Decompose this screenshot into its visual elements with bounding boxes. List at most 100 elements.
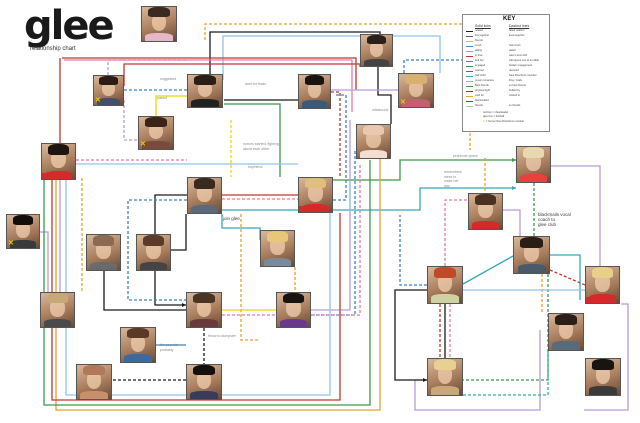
relationship-line bbox=[64, 59, 353, 112]
shirt-shape bbox=[264, 257, 291, 266]
relationship-line bbox=[222, 164, 361, 316]
legend-solid-label: had child bbox=[475, 74, 486, 77]
legend-swatch bbox=[466, 95, 473, 97]
photo-tina bbox=[141, 6, 177, 42]
legend-solid-label: in love bbox=[475, 54, 483, 57]
photo-jesse: ✕ bbox=[138, 116, 174, 150]
legend-footnote-x: ✕ = former New Directions member bbox=[483, 120, 524, 123]
shirt-shape bbox=[191, 99, 219, 107]
photo-becky bbox=[468, 193, 503, 230]
label-blackmail: blackmails vocal coach to glee club bbox=[538, 212, 571, 227]
hair-shape bbox=[434, 267, 456, 278]
hair-shape bbox=[99, 76, 118, 85]
photo-sam bbox=[260, 230, 295, 267]
hair-shape bbox=[193, 293, 215, 304]
photo-brittany bbox=[585, 266, 620, 304]
legend-dashed-label: lived together bbox=[509, 34, 525, 37]
face-shape bbox=[437, 365, 453, 385]
legend-dashed-label: was in love with bbox=[509, 54, 528, 57]
shirt-shape bbox=[45, 170, 72, 179]
relationship-line bbox=[463, 351, 549, 396]
hair-shape bbox=[474, 194, 497, 205]
note-boyfriend: boyfriend bbox=[248, 165, 263, 169]
face-shape bbox=[102, 81, 115, 97]
face-shape bbox=[197, 80, 213, 98]
hair-shape bbox=[194, 75, 216, 85]
shirt-shape bbox=[360, 150, 387, 158]
shirt-shape bbox=[589, 386, 617, 395]
hair-shape bbox=[520, 237, 543, 248]
note-throw: throw to dumpster bbox=[208, 334, 237, 338]
relationship-line bbox=[503, 209, 521, 236]
shirt-shape bbox=[280, 318, 307, 327]
relationship-line bbox=[394, 289, 427, 381]
former-member-x-icon: ✕ bbox=[95, 97, 101, 104]
legend-solid-label: wish for bbox=[475, 94, 484, 97]
shirt-shape bbox=[402, 99, 430, 107]
hair-shape bbox=[46, 293, 69, 304]
shirt-shape bbox=[552, 341, 580, 350]
relationship-line bbox=[311, 150, 356, 316]
relationship-line bbox=[127, 199, 187, 301]
legend-swatch bbox=[466, 85, 473, 87]
relationship-line bbox=[399, 215, 427, 286]
photo-will bbox=[513, 236, 550, 274]
hair-shape bbox=[405, 74, 427, 84]
hair-shape bbox=[366, 35, 387, 45]
photo-artie bbox=[120, 327, 156, 363]
shirt-shape bbox=[90, 261, 117, 270]
face-shape bbox=[146, 241, 161, 260]
face-shape bbox=[366, 130, 381, 149]
brand: glee relationship chart bbox=[24, 6, 115, 52]
legend-dashed-label: failed relation bbox=[509, 29, 525, 32]
cheerleader-red-box-icon bbox=[42, 173, 48, 179]
legend-swatch bbox=[466, 40, 473, 42]
relationship-line bbox=[155, 95, 187, 116]
relationship-line bbox=[462, 255, 514, 285]
legend-solid-label: live together bbox=[475, 34, 490, 37]
note-duet: duet for finals bbox=[245, 82, 267, 86]
legend-swatch bbox=[466, 50, 473, 52]
legend-swatch bbox=[466, 65, 473, 67]
legend-solid-label: friends bbox=[475, 104, 483, 107]
face-shape bbox=[437, 273, 453, 293]
face-shape bbox=[526, 153, 541, 172]
legend-swatch bbox=[466, 60, 473, 62]
legend-footnote-red: red box = cheerleader bbox=[483, 111, 509, 114]
face-shape bbox=[523, 243, 540, 263]
face-shape bbox=[50, 299, 65, 317]
photo-santana bbox=[41, 143, 76, 180]
legend-solid-label: Best friends bbox=[475, 84, 489, 87]
legend-swatch bbox=[466, 90, 473, 92]
legend-solid-heading: Solid links bbox=[475, 24, 491, 28]
former-member-x-icon: ✕ bbox=[8, 240, 14, 247]
face-shape bbox=[270, 237, 285, 256]
note-yearbook: yearbook space bbox=[453, 154, 478, 158]
shirt-shape bbox=[190, 390, 218, 399]
shirt-shape bbox=[431, 386, 459, 395]
cheerleader-red-box-icon bbox=[299, 206, 305, 212]
shirt-shape bbox=[431, 294, 459, 303]
relationship-line bbox=[123, 100, 138, 141]
photo-finn bbox=[187, 177, 222, 214]
relationship-line bbox=[550, 254, 581, 300]
face-shape bbox=[369, 40, 384, 57]
x-mark-icon: ✕ bbox=[483, 120, 486, 123]
relationship-line bbox=[333, 94, 347, 201]
photo-emma bbox=[427, 266, 463, 304]
face-shape bbox=[151, 13, 167, 31]
legend-solid-label: crush bbox=[475, 44, 482, 47]
legend-solid-label: physical fight bbox=[475, 89, 490, 92]
photo-tina2 bbox=[186, 364, 222, 400]
legend-dashed-label: fling / rivals bbox=[509, 79, 522, 82]
relationship-line bbox=[444, 199, 468, 266]
relationship-line bbox=[333, 159, 516, 181]
arrowhead bbox=[512, 186, 516, 190]
legend-dashed-label: had crush bbox=[509, 44, 521, 47]
shirt-shape bbox=[190, 318, 218, 327]
relationship-line bbox=[62, 57, 357, 90]
legend-solid-label: dating bbox=[475, 49, 483, 52]
relationship-line bbox=[171, 214, 187, 251]
face-shape bbox=[196, 371, 212, 389]
